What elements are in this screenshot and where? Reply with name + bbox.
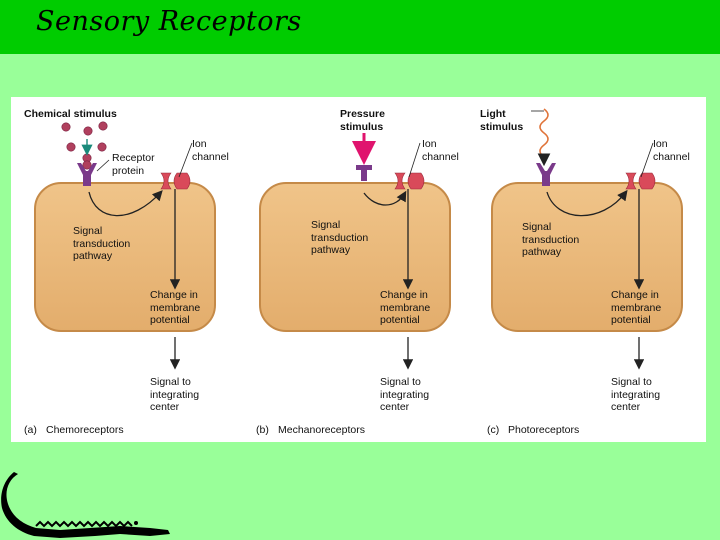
ion-channel-b [394,172,425,190]
mechanoreceptor-protein [356,165,372,181]
caption-letter-b: (b) [256,424,269,436]
light-stimulus-label: Light stimulus [480,108,524,133]
signal-label-a: Signal to integrating center [150,376,200,413]
caption-letter-a: (a) [24,424,37,436]
pathway-label-b: Signal transduction pathway [311,219,369,256]
ion-channel-c [625,172,656,190]
membrane-change-label-b: Change in membrane potential [380,289,431,326]
receptor-protein-label: Receptor protein [112,152,155,177]
chemical-molecules [61,121,108,170]
ion-channel-label-c: Ion channel [653,138,690,163]
signal-label-b: Signal to integrating center [380,376,430,413]
ion-channel-a [160,172,191,190]
receptor-protein-a [77,163,97,186]
panel-a [34,121,216,370]
receptor-figure: Chemical stimulus Receptor protein Ion c… [11,97,706,442]
ion-channel-label-a: Ion channel [192,138,229,163]
ion-channel-label-b: Ion channel [422,138,459,163]
panel-b [259,133,451,370]
caption-letter-c: (c) [487,424,500,436]
crocodile-icon [1,472,171,538]
caption-c: Photoreceptors [508,424,580,436]
cell-c [491,182,683,332]
pressure-stimulus-label: Pressure stimulus [340,108,385,133]
slide-title: Sensory Receptors [36,6,302,37]
pathway-label-a: Signal transduction pathway [73,225,131,262]
cell-b [259,182,451,332]
pathway-arrow-b [363,190,407,206]
membrane-change-label-a: Change in membrane potential [150,289,201,326]
light-wave [539,108,549,158]
signal-label-c: Signal to integrating center [611,376,661,413]
panel-c [491,108,683,370]
cell-a [34,182,216,332]
membrane-change-label-c: Change in membrane potential [611,289,662,326]
pathway-arrow-a [88,190,163,217]
pathway-label-c: Signal transduction pathway [522,221,580,258]
caption-b: Mechanoreceptors [278,424,365,436]
chemical-stimulus-label: Chemical stimulus [24,108,117,120]
title-bar: Sensory Receptors [0,0,720,54]
receptor-diagram [34,108,683,370]
photoreceptor-protein [536,163,556,186]
pathway-arrow-c [546,189,628,217]
caption-a: Chemoreceptors [46,424,124,436]
